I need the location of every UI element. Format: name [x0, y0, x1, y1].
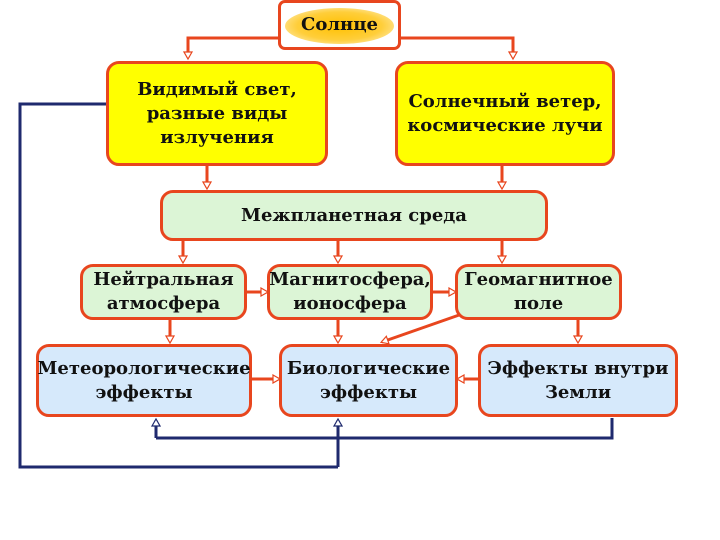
- node-biological-effects: Биологические эффекты: [279, 344, 458, 417]
- feedback-line-bottom: [156, 418, 614, 440]
- node-geomagnetic-field: Геомагнитное поле: [455, 264, 622, 320]
- node-magnetosphere-label: Магнитосфера, ионосфера: [269, 269, 431, 314]
- node-neutral-atmosphere-label: Нейтральная атмосфера: [93, 269, 234, 314]
- node-geomagnetic-field-label: Геомагнитное поле: [464, 269, 613, 314]
- node-inner-earth-effects: Эффекты внутри Земли: [478, 344, 678, 417]
- feedback-line-left: [18, 102, 338, 469]
- node-magnetosphere: Магнитосфера, ионосфера: [267, 264, 433, 320]
- arrow-geomagnetic-to-biological: [382, 312, 463, 342]
- arrow-sun-to-solar-wind: [401, 36, 513, 58]
- node-inner-earth-effects-label: Эффекты внутри Земли: [487, 357, 669, 403]
- node-biological-effects-label: Биологические эффекты: [286, 357, 451, 403]
- node-visible-light-label: Видимый свет, разные виды излучения: [137, 78, 297, 148]
- node-solar-wind: Солнечный ветер, космические лучи: [395, 61, 615, 166]
- sun-glow: [285, 8, 394, 44]
- node-interplanetary-medium-label: Межпланетная среда: [241, 204, 467, 226]
- node-neutral-atmosphere: Нейтральная атмосфера: [80, 264, 247, 320]
- node-sun: Солнце: [278, 0, 401, 50]
- node-visible-light: Видимый свет, разные виды излучения: [106, 61, 328, 166]
- node-meteorological-effects-label: Метеорологические эффекты: [37, 357, 251, 403]
- node-meteorological-effects: Метеорологические эффекты: [36, 344, 252, 417]
- node-sun-label: Солнце: [301, 14, 378, 35]
- arrow-sun-to-visible-light: [188, 36, 278, 58]
- node-solar-wind-label: Солнечный ветер, космические лучи: [407, 90, 603, 136]
- node-interplanetary-medium: Межпланетная среда: [160, 190, 548, 241]
